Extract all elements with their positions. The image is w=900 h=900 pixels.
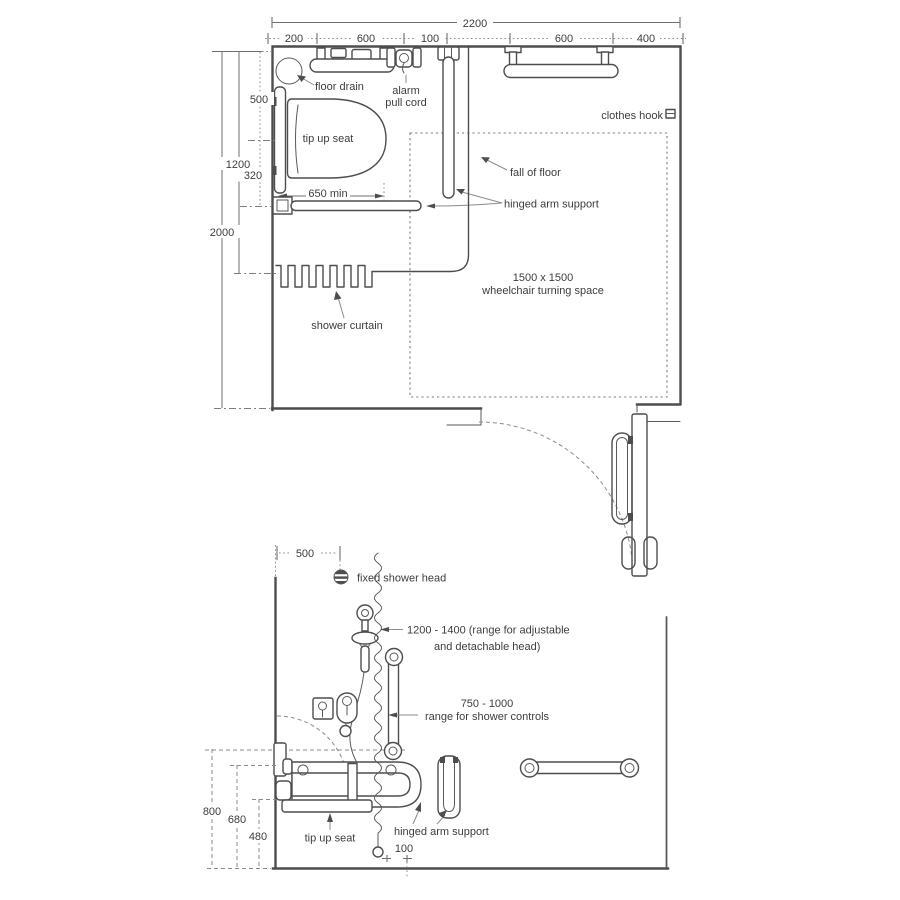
shower-grab-rail-plan [309, 47, 395, 73]
dim-600b: 600 [555, 33, 573, 45]
range-controls-label2: range for shower controls [425, 711, 550, 723]
door-pull-handle [611, 432, 633, 525]
door-swing-arc [478, 421, 634, 577]
elevation-walls [271, 545, 670, 870]
floor-drain-label: floor drain [315, 81, 364, 93]
turning-space-label2: wheelchair turning space [481, 285, 604, 297]
hinged-arm-support-label: hinged arm support [504, 199, 599, 211]
dim-500-elevation: 500 [276, 546, 341, 570]
dim-320: 320 [244, 170, 262, 182]
dim-400: 400 [637, 33, 655, 45]
door [478, 413, 658, 577]
alarm-label1: alarm [392, 85, 420, 97]
seat-slat [281, 799, 373, 813]
shower-curtain: shower curtain [275, 45, 470, 332]
room-walls [270, 45, 682, 426]
plan-view: 1500 x 1500 wheelchair turning space [205, 16, 686, 577]
dim-range-head: 1200 - 1400 (range for adjustable and de… [380, 625, 570, 653]
elevation-view: 500 fixed shower head 1200 [198, 545, 670, 877]
fall-of-floor-label: fall of floor [510, 167, 561, 179]
tip-up-seat-elev-label: tip up seat [305, 833, 356, 845]
range-head-label1: 1200 - 1400 (range for adjustable [407, 625, 570, 637]
dim-200: 200 [285, 33, 303, 45]
dim-600a: 600 [357, 33, 375, 45]
tip-up-seat-label: tip up seat [303, 133, 354, 145]
shower-curtain-elevation [372, 552, 384, 858]
alarm-label2: pull cord [385, 97, 427, 109]
shower-controls [312, 692, 358, 738]
elevation-left-dimensions: 800 680 480 [198, 749, 276, 869]
door-leaf [631, 413, 648, 577]
horizontal-grab-rail [519, 758, 640, 778]
fixed-shower-head: fixed shower head [333, 569, 446, 585]
dim-680: 680 [228, 814, 246, 826]
dim-500-plan: 500 [250, 94, 268, 106]
dim-100: 100 [421, 33, 439, 45]
floor-drain: floor drain [275, 57, 364, 93]
dim-650-min: 650 min [278, 183, 385, 201]
hinged-arm-support-stowed-elev [437, 755, 461, 819]
curtain-track [371, 45, 470, 273]
clothes-hook-label: clothes hook [601, 110, 663, 122]
tip-up-seat-plan: tip up seat [272, 86, 387, 194]
fall-of-floor: fall of floor [481, 157, 561, 179]
entrance-grab-rail-plan [503, 45, 619, 79]
turning-space-label: 1500 x 1500 [513, 272, 574, 284]
dim-500-elev-label: 500 [296, 548, 314, 560]
dim-100: 100 [382, 842, 416, 877]
soap-dish [330, 47, 347, 59]
hinged-arm-support-elev-label-group: hinged arm support [394, 802, 489, 838]
dim-1200: 1200 [226, 159, 250, 171]
dim-650-label: 650 min [308, 188, 347, 200]
fixed-shower-head-label: fixed shower head [357, 573, 446, 585]
dim-2200: 2200 [463, 18, 487, 30]
hinged-arm-support-stowed-plan [437, 46, 460, 199]
dim-2000: 2000 [210, 227, 234, 239]
dim-800: 800 [203, 806, 221, 818]
vertical-grab-rail [383, 647, 404, 761]
plan-left-dimensions: 500 1200 320 2000 [205, 51, 278, 409]
door-bottom-handle [621, 536, 636, 570]
dim-480: 480 [249, 831, 267, 843]
wheelchair-turning-space: 1500 x 1500 wheelchair turning space [409, 132, 668, 398]
hinged-arm-support-elev-label: hinged arm support [394, 826, 489, 838]
control-plate [312, 697, 334, 720]
alarm-pull-cord: alarm pull cord [385, 47, 427, 109]
range-head-label2: and detachable head) [434, 641, 540, 653]
hinged-arm-support-plan: hinged arm support [240, 189, 599, 215]
plan-top-dimensions: 2200 200 600 100 600 400 [265, 16, 686, 45]
curtain-zigzag [275, 264, 373, 288]
shower-curtain-label: shower curtain [311, 320, 383, 332]
range-controls-label1: 750 - 1000 [461, 698, 514, 710]
shower-control-plan [351, 48, 372, 61]
adjustable-shower-handset [349, 604, 379, 766]
dim-100-label: 100 [395, 843, 413, 855]
clothes-hook: clothes hook [601, 108, 676, 122]
dim-range-controls: 750 - 1000 range for shower controls [388, 698, 550, 723]
door-bottom-handle-outer [643, 536, 658, 570]
